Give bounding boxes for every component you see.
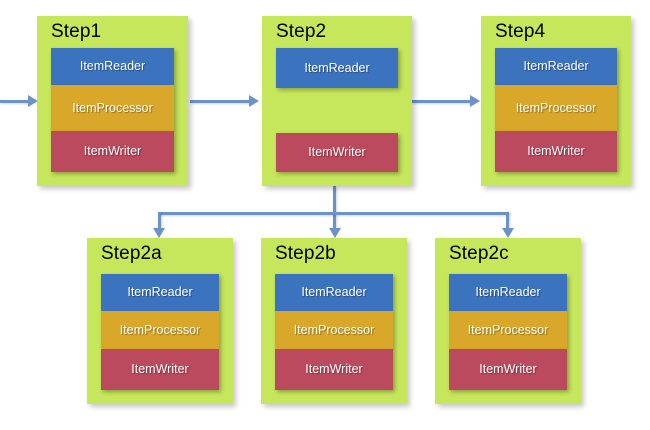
step-box-step2[interactable]: Step2 ItemReader ItemWriter <box>262 16 412 186</box>
component-label: ItemWriter <box>131 362 189 377</box>
arrowhead-step2-to-step2a <box>153 228 165 238</box>
step-title: Step2c <box>449 243 509 264</box>
component-item-writer[interactable]: ItemWriter <box>449 349 567 390</box>
component-processor-placeholder <box>276 88 398 133</box>
step-title: Step2 <box>276 21 327 42</box>
component-label: ItemProcessor <box>515 100 597 115</box>
step-box-step4[interactable]: Step4 ItemReader ItemProcessor ItemWrite… <box>481 16 631 186</box>
connector-step2-to-step4 <box>412 100 472 103</box>
component-label: ItemProcessor <box>119 322 201 337</box>
component-label: ItemReader <box>127 285 193 300</box>
component-label: ItemWriter <box>308 145 366 160</box>
component-item-writer[interactable]: ItemWriter <box>51 131 174 172</box>
component-label: ItemReader <box>79 59 146 74</box>
component-item-writer[interactable]: ItemWriter <box>275 349 393 390</box>
step-title: Step2b <box>275 243 336 264</box>
component-item-reader[interactable]: ItemReader <box>276 48 398 88</box>
connector-bus-to-step2c <box>506 212 509 233</box>
component-label: ItemReader <box>301 285 367 300</box>
component-label: ItemWriter <box>83 144 142 159</box>
component-label: ItemWriter <box>479 362 537 377</box>
component-label: ItemWriter <box>305 362 363 377</box>
arrowhead-step2-to-step2b <box>329 228 341 238</box>
component-item-processor[interactable]: ItemProcessor <box>101 311 219 349</box>
step-title: Step4 <box>495 21 546 42</box>
step-box-step2a[interactable]: Step2a ItemReader ItemProcessor ItemWrit… <box>87 238 233 404</box>
component-item-processor[interactable]: ItemProcessor <box>495 85 617 131</box>
component-item-writer[interactable]: ItemWriter <box>495 131 617 172</box>
connector-step2-stem <box>333 186 336 233</box>
component-label: ItemReader <box>304 60 370 75</box>
component-label: ItemWriter <box>527 144 585 159</box>
arrowhead-step2-to-step2c <box>502 228 514 238</box>
component-item-reader[interactable]: ItemReader <box>51 48 174 85</box>
component-item-processor[interactable]: ItemProcessor <box>275 311 393 349</box>
component-label: ItemReader <box>523 59 589 74</box>
step-box-step2c[interactable]: Step2c ItemReader ItemProcessor ItemWrit… <box>435 238 581 404</box>
component-item-reader[interactable]: ItemReader <box>275 274 393 311</box>
component-item-processor[interactable]: ItemProcessor <box>51 85 174 131</box>
step-title: Step1 <box>51 21 102 42</box>
component-item-reader[interactable]: ItemReader <box>101 274 219 311</box>
connector-entry-to-step1 <box>0 100 30 103</box>
arrowhead-entry-to-step1 <box>28 95 38 107</box>
component-label: ItemProcessor <box>467 322 549 337</box>
component-label: ItemReader <box>475 285 541 300</box>
component-item-processor[interactable]: ItemProcessor <box>449 311 567 349</box>
step-box-step1[interactable]: Step1 ItemReader ItemProcessor ItemWrite… <box>37 16 188 186</box>
arrowhead-step1-to-step2 <box>249 95 259 107</box>
component-label: ItemProcessor <box>293 322 375 337</box>
component-item-writer[interactable]: ItemWriter <box>276 133 398 172</box>
connector-step1-to-step2 <box>190 100 251 103</box>
step-box-step2b[interactable]: Step2b ItemReader ItemProcessor ItemWrit… <box>261 238 407 404</box>
component-label: ItemProcessor <box>72 100 153 115</box>
component-item-reader[interactable]: ItemReader <box>495 48 617 85</box>
connector-fanout-bus <box>158 212 509 215</box>
component-item-writer[interactable]: ItemWriter <box>101 349 219 390</box>
connector-bus-to-step2a <box>158 212 161 233</box>
component-item-reader[interactable]: ItemReader <box>449 274 567 311</box>
arrowhead-step2-to-step4 <box>470 95 480 107</box>
step-title: Step2a <box>101 243 162 264</box>
